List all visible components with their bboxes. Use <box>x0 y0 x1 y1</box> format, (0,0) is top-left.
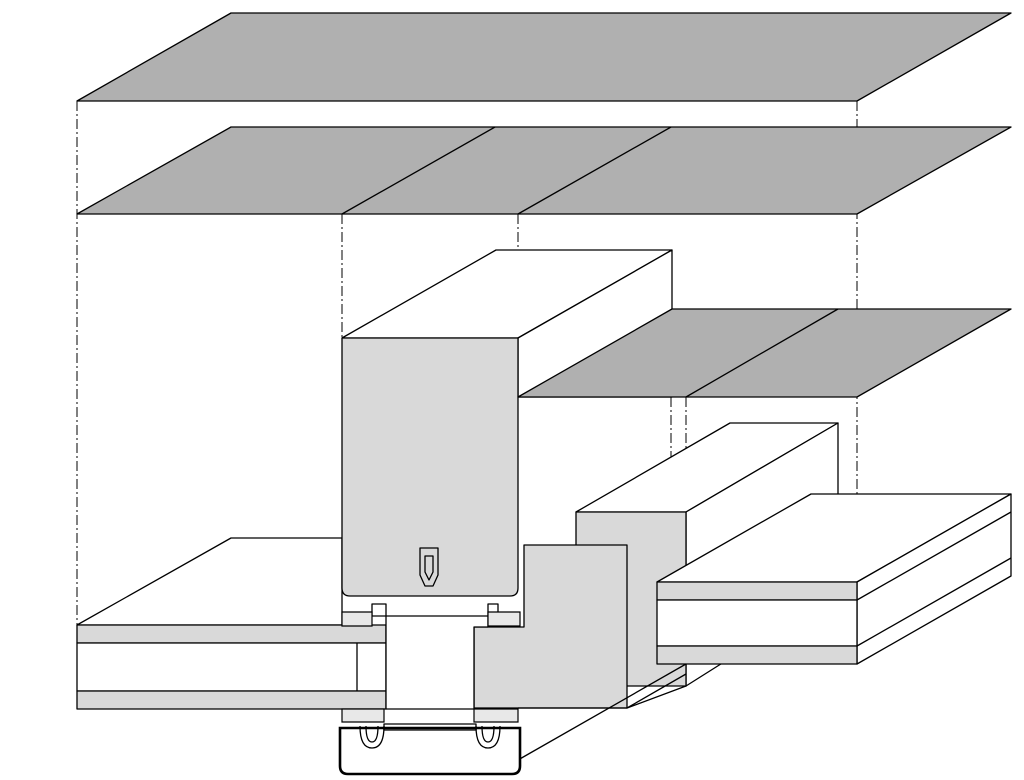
pressure-plate <box>338 723 522 776</box>
right-insulated-panel <box>656 493 1012 665</box>
right-panel-top-skin <box>656 581 858 601</box>
mullion-screw-core <box>424 555 434 581</box>
mullion-block <box>341 249 673 597</box>
right-panel-bottom-skin <box>656 645 858 665</box>
right-panel-side-layer-1 <box>856 511 1012 601</box>
transom-front-bottom-edge <box>626 673 687 709</box>
right-pane-joint <box>685 308 839 398</box>
left-panel-bottom-skin <box>76 690 387 710</box>
right-upper-gasket <box>487 611 521 627</box>
mullion-front-face <box>341 337 519 597</box>
left-insulated-panel <box>76 624 387 710</box>
middle-glass-pane-body <box>76 126 1012 215</box>
transom-front-edge <box>626 685 687 709</box>
left-lower-gasket <box>341 708 385 723</box>
top-glass-pane <box>76 12 1012 102</box>
cap-clip-right-inner <box>481 725 495 743</box>
cap-clip-right-outer <box>475 725 501 749</box>
base-depth-edges <box>517 663 687 761</box>
right-glass-pane <box>517 308 1012 398</box>
middle-glass-pane <box>76 126 1012 215</box>
middle-pane-joint-right <box>517 126 672 215</box>
right-panel-side-layer-2 <box>856 557 1012 647</box>
left-panel-top-face <box>76 537 343 626</box>
transom-front-block <box>473 544 687 709</box>
left-panel-top-skin <box>76 624 387 644</box>
pressure-plate-cap <box>338 726 522 776</box>
cap-clip-left-inner <box>365 725 379 743</box>
frame-profile-body <box>371 603 499 710</box>
frame-profile <box>341 603 521 723</box>
mullion-screw-channel <box>419 547 439 587</box>
middle-pane-joint-left <box>341 126 496 215</box>
cap-clip-left-outer <box>359 725 385 749</box>
right-glass-pane-body <box>517 308 1012 398</box>
left-panel-core <box>76 642 387 692</box>
base-depth-edge-right <box>517 663 687 761</box>
left-upper-gasket <box>341 611 373 627</box>
right-panel-core <box>656 599 858 647</box>
cap-centre-web <box>383 723 477 731</box>
right-lower-gasket <box>473 708 519 723</box>
